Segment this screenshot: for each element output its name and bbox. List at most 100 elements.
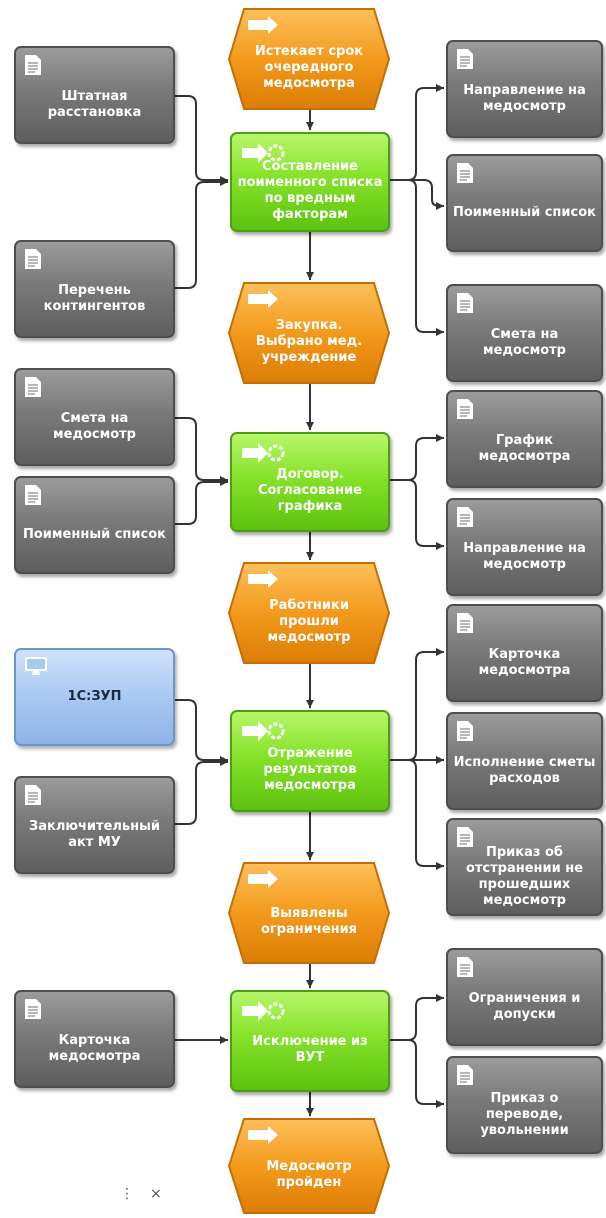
function-node[interactable]: Составление поименного списка по вредным… (230, 132, 390, 232)
system-label: 1С:ЗУП (67, 689, 122, 704)
document-node[interactable]: Карточка медосмотра (446, 604, 603, 702)
out-f1-do1 (390, 84, 444, 181)
document-label: Карточка медосмотра (478, 647, 571, 678)
document-node[interactable]: Карточка медосмотра (14, 990, 175, 1088)
event-node[interactable]: Работники прошли медосмотр (228, 562, 390, 664)
document-label: Направление на медосмотр (463, 83, 586, 114)
event-node[interactable]: Закупка. Выбрано мед. учреждение (228, 282, 390, 384)
document-node[interactable]: Поименный список (446, 154, 603, 252)
out-f3-do8 (390, 759, 444, 870)
document-node[interactable]: Смета на медосмотр (14, 368, 175, 466)
event-hexagon-shape (228, 282, 390, 384)
out-f4-do9 (390, 994, 444, 1041)
in-di5-f3 (175, 758, 228, 825)
in-di3-f2 (175, 417, 228, 484)
event-node[interactable]: Истекает срок очередного медосмотра (228, 8, 390, 110)
event-arrow-icon (248, 16, 278, 34)
connectors (175, 84, 444, 1116)
document-label: Смета на медосмотр (53, 411, 136, 442)
document-icon (457, 507, 473, 527)
close-icon[interactable]: × (150, 1186, 162, 1202)
document-label: Ограничения и допуски (468, 991, 581, 1022)
event-hexagon-shape (228, 862, 390, 964)
in-di4-f2 (175, 478, 228, 525)
document-label: Штатная расстановка (47, 89, 142, 120)
monitor-icon (25, 657, 47, 675)
document-label: Поименный список (23, 527, 166, 542)
document-label: Заключительный акт МУ (29, 819, 160, 850)
out-f3-do6 (390, 648, 444, 761)
document-node[interactable]: Заключительный акт МУ (14, 776, 175, 874)
document-label: Направление на медосмотр (463, 541, 586, 572)
document-icon (457, 49, 473, 69)
document-label: Приказ о переводе, увольнении (480, 1091, 569, 1138)
event-node[interactable]: Выявлены ограничения (228, 862, 390, 964)
event-hexagon-shape (228, 8, 390, 110)
document-icon (457, 1065, 473, 1085)
document-node[interactable]: Приказ об отстранении не прошедших медос… (446, 818, 603, 916)
document-label: Приказ об отстранении не прошедших медос… (465, 845, 584, 908)
document-icon (457, 957, 473, 977)
in-di1-f1 (175, 95, 228, 184)
out-f1-do2 (390, 179, 444, 210)
document-label: Исполнение сметы расходов (453, 755, 596, 786)
document-icon (457, 399, 473, 419)
document-label: Перечень контингентов (43, 283, 146, 314)
event-label: Медосмотр пройден (266, 1159, 352, 1190)
more-vertical-icon[interactable]: ⋮ (120, 1186, 134, 1202)
function-process-icon (242, 721, 285, 741)
document-icon (25, 785, 41, 805)
document-node[interactable]: Поименный список (14, 476, 175, 574)
out-f4-do10 (390, 1039, 444, 1108)
event-label: Выявлены ограничения (260, 906, 358, 937)
out-f1-do3 (390, 179, 444, 336)
function-label: Составление поименного списка по вредным… (237, 159, 383, 222)
event-hexagon-shape (228, 1118, 390, 1214)
document-node[interactable]: График медосмотра (446, 390, 603, 488)
document-node[interactable]: Штатная расстановка (14, 46, 175, 144)
document-node[interactable]: Направление на медосмотр (446, 498, 603, 596)
document-icon (457, 293, 473, 313)
document-icon (457, 827, 473, 847)
document-node[interactable]: Ограничения и допуски (446, 948, 603, 1046)
event-arrow-icon (248, 570, 278, 588)
document-label: Карточка медосмотра (48, 1033, 141, 1064)
out-f2-do5 (390, 479, 444, 550)
event-hexagon-shape (228, 562, 390, 664)
in-s1-f3 (175, 699, 228, 764)
function-node[interactable]: Договор. Согласование графика (230, 432, 390, 532)
event-node[interactable]: Медосмотр пройден (228, 1118, 390, 1214)
document-icon (25, 377, 41, 397)
document-icon (25, 485, 41, 505)
document-icon (25, 249, 41, 269)
function-label: Исключение из ВУТ (252, 1034, 368, 1065)
event-label: Закупка. Выбрано мед. учреждение (255, 318, 363, 365)
function-node[interactable]: Исключение из ВУТ (230, 990, 390, 1092)
function-label: Договор. Согласование графика (257, 467, 363, 514)
document-icon (457, 613, 473, 633)
event-arrow-icon (248, 1126, 278, 1144)
event-label: Истекает срок очередного медосмотра (254, 44, 364, 91)
in-di2-f1 (175, 178, 228, 289)
document-icon (457, 721, 473, 741)
document-label: Поименный список (453, 205, 596, 220)
system-node[interactable]: 1С:ЗУП (14, 648, 175, 746)
event-arrow-icon (248, 870, 278, 888)
document-node[interactable]: Приказ о переводе, увольнении (446, 1056, 603, 1154)
document-icon (457, 163, 473, 183)
out-f2-do4 (390, 434, 444, 481)
event-arrow-icon (248, 290, 278, 308)
document-node[interactable]: Направление на медосмотр (446, 40, 603, 138)
function-process-icon (242, 443, 285, 463)
function-process-icon (242, 143, 285, 163)
document-node[interactable]: Перечень контингентов (14, 240, 175, 338)
document-label: Смета на медосмотр (483, 327, 566, 358)
event-label: Работники прошли медосмотр (267, 598, 351, 645)
document-icon (25, 55, 41, 75)
document-node[interactable]: Смета на медосмотр (446, 284, 603, 382)
document-node[interactable]: Исполнение сметы расходов (446, 712, 603, 810)
document-label: График медосмотра (478, 433, 571, 464)
function-node[interactable]: Отражение результатов медосмотра (230, 710, 390, 812)
function-label: Отражение результатов медосмотра (263, 746, 357, 793)
